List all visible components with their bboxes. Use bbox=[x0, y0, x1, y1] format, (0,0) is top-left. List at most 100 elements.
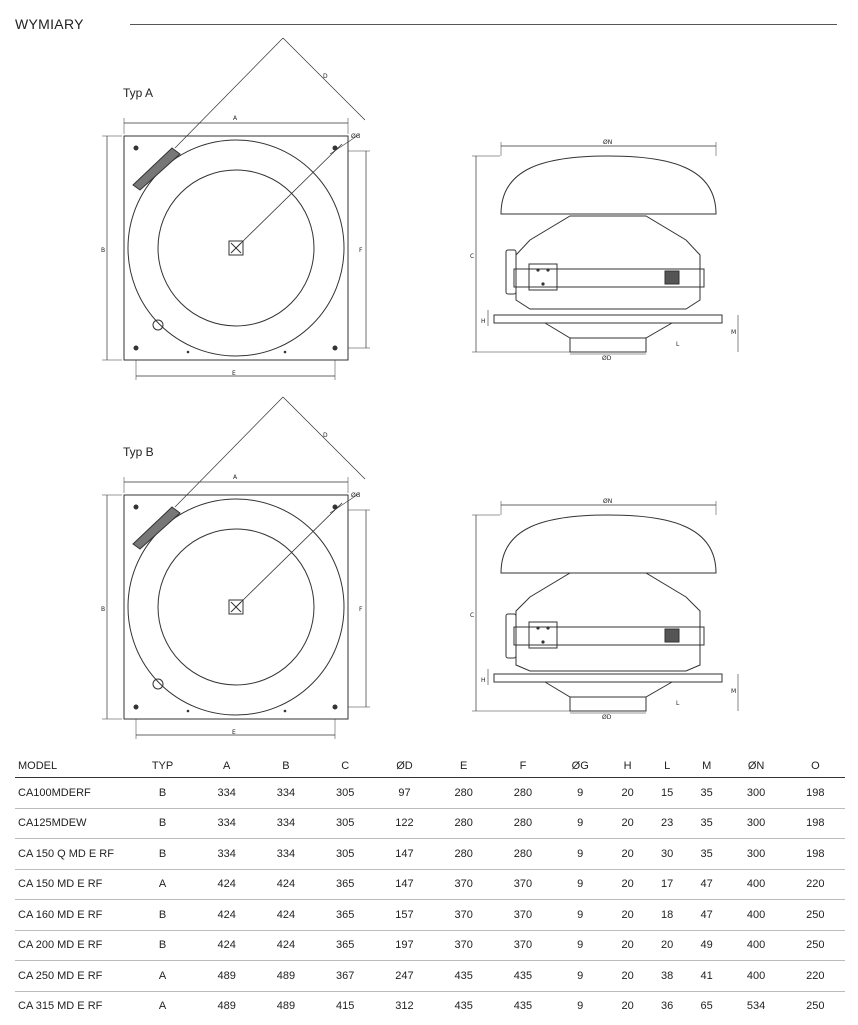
table-cell: 370 bbox=[493, 869, 553, 900]
typ-a-label: Typ A bbox=[123, 86, 154, 100]
dim-f-label: F bbox=[359, 247, 363, 254]
table-cell: CA 150 MD E RF bbox=[15, 869, 128, 900]
dim-g-label: ØG bbox=[351, 133, 361, 140]
typ-a-side-view bbox=[472, 142, 739, 355]
table-cell: 400 bbox=[726, 869, 786, 900]
table-cell: B bbox=[128, 808, 198, 839]
table-cell: 9 bbox=[552, 960, 608, 992]
table-cell: 147 bbox=[374, 869, 435, 900]
table-cell: 280 bbox=[434, 808, 494, 839]
inner-circle bbox=[157, 528, 315, 686]
table-cell: 20 bbox=[607, 869, 648, 900]
table-cell: 47 bbox=[686, 899, 727, 931]
dim-f-label: F bbox=[359, 606, 363, 613]
table-cell: 305 bbox=[315, 777, 375, 809]
side-bracket bbox=[505, 613, 517, 659]
drain-hole bbox=[152, 319, 164, 331]
table-cell: 280 bbox=[493, 777, 553, 809]
table-cell: 365 bbox=[315, 899, 375, 931]
table-cell: 247 bbox=[374, 960, 435, 992]
table-cell: 30 bbox=[647, 838, 687, 870]
cable-gland bbox=[132, 147, 181, 191]
dim-a-label: A bbox=[233, 474, 238, 481]
table-cell: 424 bbox=[256, 899, 316, 931]
dim-m-label: M bbox=[731, 688, 736, 695]
table-cell: 305 bbox=[315, 808, 375, 839]
mounting-band bbox=[513, 268, 705, 288]
table-cell: A bbox=[158, 1000, 167, 1013]
dim-c-label: C bbox=[470, 253, 474, 260]
dim-od-label: ØD bbox=[602, 714, 612, 721]
dim-b-label: B bbox=[101, 247, 105, 254]
mounting-band bbox=[513, 626, 705, 646]
table-cell: 9 bbox=[552, 899, 608, 931]
table-cell: CA 150 Q MD E RF bbox=[15, 838, 128, 870]
table-cell: 9 bbox=[577, 1000, 584, 1013]
column-header: F bbox=[493, 755, 553, 778]
dim-l-label: L bbox=[676, 341, 680, 348]
table-cell: 300 bbox=[726, 777, 786, 809]
table-cell: 305 bbox=[315, 838, 375, 870]
table-cell: 300 bbox=[726, 808, 786, 839]
table-cell: 489 bbox=[217, 1000, 236, 1013]
table-cell: 38 bbox=[647, 960, 687, 992]
table-cell: 424 bbox=[197, 869, 257, 900]
table-cell: 370 bbox=[493, 899, 553, 931]
table-cell: 18 bbox=[647, 899, 687, 931]
column-header: TYP bbox=[128, 755, 198, 778]
table-cell: CA 200 MD E RF bbox=[15, 930, 128, 961]
typ-a-drawing: A B E F D ØG ØN C H ØD L M bbox=[101, 37, 739, 380]
dim-l-label: L bbox=[676, 700, 680, 707]
table-cell: 20 bbox=[607, 838, 648, 870]
fan-hood bbox=[500, 514, 717, 574]
table-cell: 435 bbox=[454, 1000, 473, 1013]
outer-hood-circle bbox=[127, 139, 345, 357]
table-cell: 435 bbox=[493, 960, 553, 992]
table-cell: CA 250 MD E RF bbox=[15, 960, 128, 992]
table-cell: 280 bbox=[434, 838, 494, 870]
table-cell: 280 bbox=[493, 838, 553, 870]
table-cell: 250 bbox=[785, 899, 845, 931]
table-cell: A bbox=[128, 960, 198, 992]
table-cell: 198 bbox=[785, 777, 845, 809]
column-header: C bbox=[315, 755, 375, 778]
junction-box bbox=[528, 263, 558, 291]
typ-b-label: Typ B bbox=[123, 445, 154, 459]
typ-a-mount-holes bbox=[133, 145, 338, 354]
table-cell: 312 bbox=[395, 1000, 414, 1013]
base-flange bbox=[493, 673, 723, 683]
column-header: ØD bbox=[374, 755, 435, 778]
dim-b-label: B bbox=[101, 606, 105, 613]
dim-e-label: E bbox=[232, 370, 236, 377]
table-cell: 334 bbox=[197, 808, 257, 839]
cable-gland bbox=[132, 506, 181, 550]
table-cell: 41 bbox=[686, 960, 727, 992]
dim-g-label: ØG bbox=[351, 492, 361, 499]
table-cell: 198 bbox=[785, 838, 845, 870]
table-cell: 300 bbox=[726, 838, 786, 870]
dim-d-label: D bbox=[323, 432, 328, 439]
junction-screws bbox=[536, 626, 550, 644]
table-cell: 334 bbox=[256, 777, 316, 809]
band-clamp bbox=[664, 628, 680, 643]
base-plate bbox=[123, 135, 349, 361]
table-cell: 334 bbox=[256, 838, 316, 870]
table-cell: B bbox=[128, 838, 198, 870]
table-cell: 424 bbox=[197, 930, 257, 961]
table-cell: 370 bbox=[493, 930, 553, 961]
table-cell: B bbox=[128, 899, 198, 931]
title-rule bbox=[130, 24, 837, 25]
duct-spigot bbox=[569, 696, 647, 712]
section-title: WYMIARY bbox=[15, 16, 84, 32]
table-cell: 365 bbox=[315, 869, 375, 900]
table-cell: 198 bbox=[785, 808, 845, 839]
table-cell: 15 bbox=[647, 777, 687, 809]
table-cell: 280 bbox=[434, 777, 494, 809]
